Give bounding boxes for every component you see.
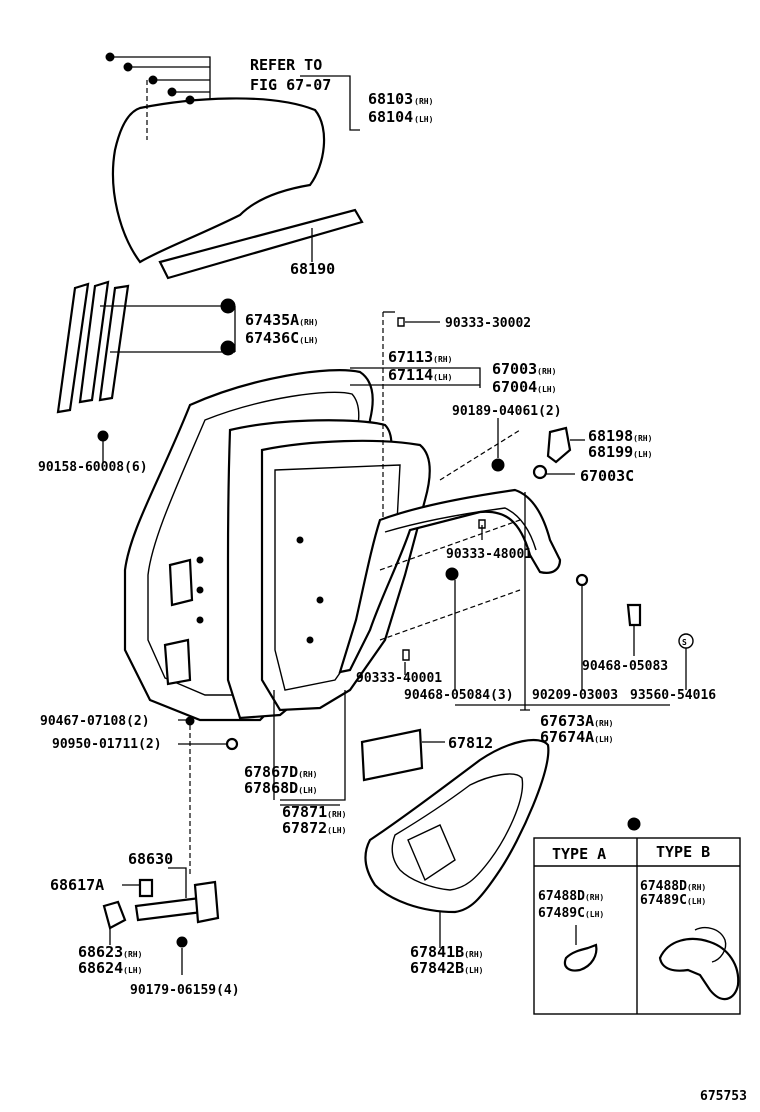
figure-id: 675753	[700, 1089, 747, 1104]
door-hinge-lower[interactable]	[163, 638, 192, 686]
label-67812: 67812	[448, 734, 493, 752]
refer-line1: REFER TO	[250, 56, 322, 74]
label-90468-05084: 90468-05084(3)	[404, 688, 514, 703]
label-67871: 67871(RH)	[282, 803, 346, 821]
label-90209: 90209-03003	[532, 688, 618, 703]
glass-channel-68190[interactable]	[158, 208, 364, 280]
label-68198: 68198(RH)	[588, 427, 652, 445]
label-90468-05083: 90468-05083	[582, 659, 668, 674]
door-trim-panel-67841[interactable]	[364, 738, 550, 914]
fastener-icon	[306, 636, 314, 644]
fastener-icon	[196, 616, 204, 624]
screw-icon	[491, 458, 505, 472]
grommet-icon	[445, 567, 459, 581]
washer-icon	[225, 737, 239, 751]
label-68617: 68617A	[50, 876, 104, 894]
label-68199: 68199(LH)	[588, 443, 652, 461]
s-mark-label: S	[682, 638, 687, 647]
rear-door-shell	[123, 369, 562, 722]
door-opening-trim-67003[interactable]	[338, 488, 562, 674]
door-check-bracket[interactable]	[193, 880, 220, 924]
label-68190: 68190	[290, 260, 335, 278]
marker-dot-icon	[627, 817, 641, 831]
clip-icon	[185, 95, 195, 105]
label-90179: 90179-06159(4)	[130, 983, 240, 998]
label-67868: 67868D(LH)	[244, 779, 317, 797]
label-67488-type-b: 67488D(RH)	[640, 879, 706, 894]
label-90467: 90467-07108(2)	[40, 714, 150, 729]
label-67004: 67004(LH)	[492, 378, 556, 396]
label-67841: 67841B(RH)	[410, 943, 483, 961]
clip-90333-30002[interactable]	[397, 317, 405, 327]
right-side-parts	[273, 311, 694, 806]
run-channel-67436[interactable]	[78, 280, 110, 404]
label-90333-30002: 90333-30002	[445, 316, 531, 331]
fastener-icon	[196, 586, 204, 594]
type-inset-box	[533, 817, 741, 1015]
clip-90333-40001[interactable]	[402, 649, 410, 661]
label-67872: 67872(LH)	[282, 819, 346, 837]
door-weatherstrip-67113[interactable]	[260, 439, 431, 712]
lower-left-fasteners	[178, 716, 239, 875]
clip-type-b[interactable]	[658, 937, 740, 1001]
service-hole-cover-67812[interactable]	[360, 728, 424, 782]
door-opening-inner	[384, 507, 537, 551]
bumper-67003c[interactable]	[532, 464, 548, 480]
label-90158: 90158-60008(6)	[38, 460, 148, 475]
fastener-icon	[316, 596, 324, 604]
label-90950: 90950-01711(2)	[52, 737, 162, 752]
run-channel-inner[interactable]	[98, 284, 130, 402]
label-67673: 67673A(RH)	[540, 712, 613, 730]
label-67114: 67114(LH)	[388, 366, 452, 384]
label-68624: 68624(LH)	[78, 959, 142, 977]
label-67003: 67003(RH)	[492, 360, 556, 378]
label-67867: 67867D(RH)	[244, 763, 317, 781]
label-type-b: TYPE B	[656, 843, 710, 861]
armrest-pocket	[407, 824, 456, 882]
label-67489-type-b: 67489C(LH)	[640, 893, 706, 908]
label-68630: 68630	[128, 850, 173, 868]
label-90333-48001: 90333-48001	[446, 547, 532, 562]
refer-line2: FIG 67-07	[250, 76, 331, 94]
door-trim-inner	[391, 773, 524, 891]
window-glass-group	[105, 52, 364, 280]
label-type-a: TYPE A	[552, 845, 606, 863]
fastener-icon	[196, 556, 204, 564]
label-67488-type-a: 67488D(RH)	[538, 889, 604, 904]
door-check-68630[interactable]	[134, 896, 204, 922]
label-68104: 68104(LH)	[368, 108, 433, 126]
striker-cover-68198[interactable]	[546, 426, 572, 464]
label-67003c: 67003C	[580, 467, 634, 485]
label-67842: 67842B(LH)	[410, 959, 483, 977]
label-93560: 93560-54016	[630, 688, 716, 703]
label-67435: 67435A(RH)	[245, 311, 318, 329]
door-window-glass[interactable]	[111, 97, 326, 264]
label-67674: 67674A(LH)	[540, 728, 613, 746]
fastener-icon	[296, 536, 304, 544]
run-channel-group	[56, 280, 236, 462]
label-68623: 68623(RH)	[78, 943, 142, 961]
label-67436: 67436C(LH)	[245, 329, 318, 347]
label-68103: 68103(RH)	[368, 90, 433, 108]
service-cover-group	[360, 728, 550, 948]
door-check-group	[102, 867, 220, 975]
grommet-icon	[220, 340, 236, 356]
plug-90209[interactable]	[575, 573, 589, 587]
bracket-90468-05083[interactable]	[626, 603, 642, 627]
run-channel-67435[interactable]	[56, 282, 90, 414]
label-67489-type-a: 67489C(LH)	[538, 906, 604, 921]
clip-type-a[interactable]	[563, 943, 598, 972]
bolt-icon	[185, 716, 195, 726]
door-hinge-upper[interactable]	[168, 558, 194, 607]
label-90333-40001: 90333-40001	[356, 671, 442, 686]
bolt-icon	[176, 936, 188, 948]
labels: REFER TO FIG 67-07 68103(RH) 68104(LH) 6…	[38, 56, 747, 1104]
label-90189: 90189-04061(2)	[452, 404, 562, 419]
door-hinge-68623[interactable]	[102, 900, 127, 930]
clip-90333-48001[interactable]	[478, 519, 486, 529]
label-67113: 67113(RH)	[388, 348, 452, 366]
pin-68617[interactable]	[138, 878, 154, 898]
